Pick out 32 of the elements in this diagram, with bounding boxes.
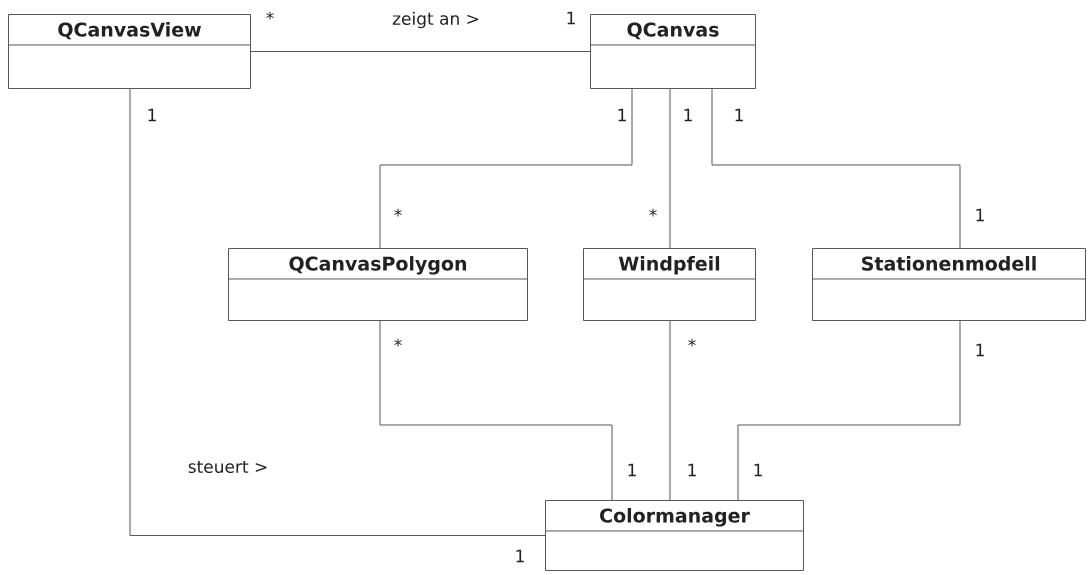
- association-line: [129, 88, 546, 536]
- multiplicity: 1: [618, 108, 626, 122]
- multiplicity: 1: [567, 11, 575, 25]
- multiplicity: *: [394, 338, 402, 347]
- association-line: [379, 88, 633, 249]
- multiplicity: 1: [688, 463, 696, 477]
- association-line: [669, 88, 671, 249]
- association-line: [737, 320, 961, 501]
- multiplicity: 1: [754, 463, 762, 477]
- multiplicity: *: [649, 208, 657, 217]
- multiplicity: 1: [516, 549, 524, 563]
- class-box: QCanvasPolygon: [227, 248, 528, 321]
- class-box: Colormanager: [544, 500, 804, 571]
- multiplicity: 1: [976, 208, 984, 222]
- multiplicity: 1: [148, 108, 156, 122]
- multiplicity: 1: [684, 108, 692, 122]
- class-box: Windpfeil: [582, 248, 756, 321]
- multiplicity: *: [394, 208, 402, 217]
- class-box: QCanvasView: [7, 14, 251, 89]
- edge-label: zeigt an >: [391, 10, 481, 30]
- multiplicity: 1: [735, 108, 743, 122]
- class-box: Stationenmodell: [811, 248, 1086, 321]
- edge-label: steuert >: [186, 459, 270, 475]
- multiplicity: *: [266, 11, 274, 20]
- association-line: [669, 320, 671, 501]
- multiplicity: *: [688, 338, 696, 347]
- association-line: [379, 320, 613, 501]
- association-line: [250, 51, 591, 52]
- multiplicity: 1: [628, 463, 636, 477]
- multiplicity: 1: [976, 343, 984, 357]
- class-box: QCanvas: [589, 14, 756, 89]
- association-line: [711, 88, 961, 249]
